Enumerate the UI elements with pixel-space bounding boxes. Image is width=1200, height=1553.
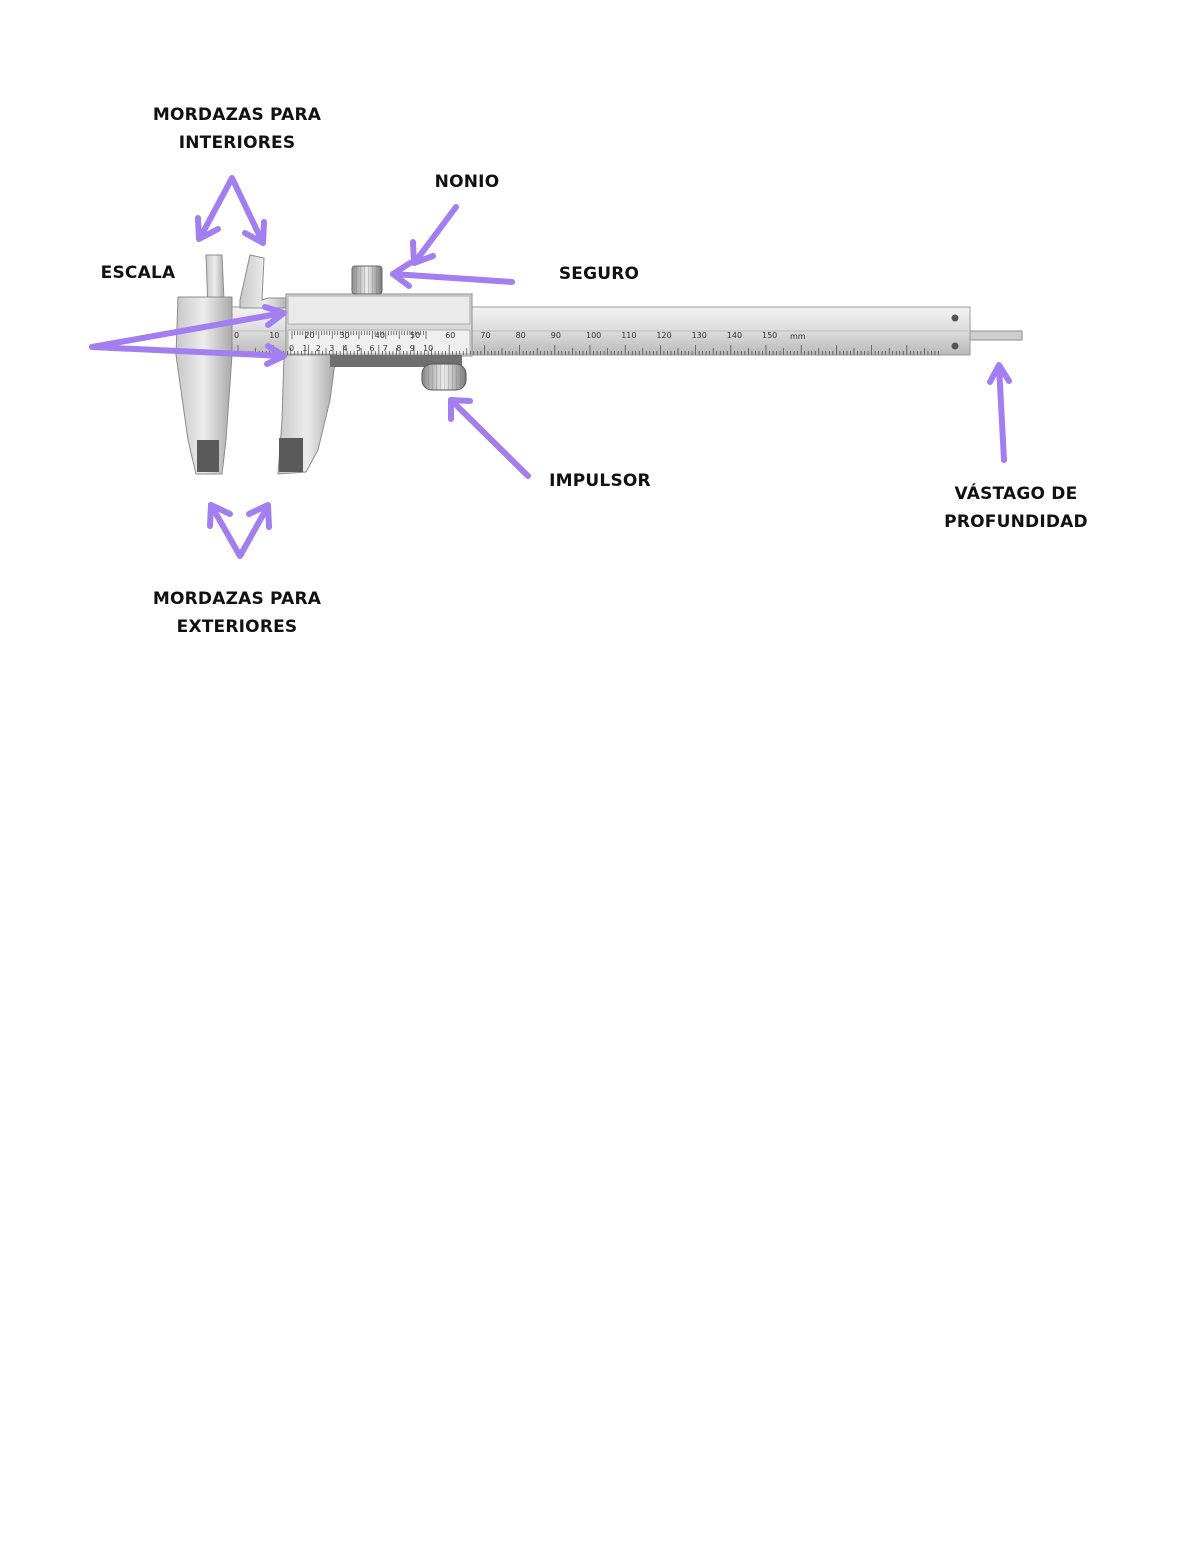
label-outside-jaws: MORDAZAS PARA EXTERIORES xyxy=(137,585,337,641)
arrow-depth-rod xyxy=(996,363,1007,463)
vernier-scale-number: 8 xyxy=(396,344,401,353)
vernier-scale-ticks xyxy=(291,331,427,339)
label-vernier: NONIO xyxy=(434,172,500,192)
main-scale-number: 140 xyxy=(727,331,742,340)
beam-screw-bottom xyxy=(951,342,959,350)
label-outside-jaws-line1: MORDAZAS PARA xyxy=(152,589,322,609)
main-scale-numbers: 0 10 20 30 40 50 60 70 80 90 100 110 120 130 140 150 xyxy=(234,331,777,340)
main-scale-number: 120 xyxy=(656,331,671,340)
arrow-inside-jaws xyxy=(197,175,266,246)
arrowhead-inside-right xyxy=(242,219,267,246)
arrow-scale-upper xyxy=(89,310,286,350)
main-scale-ticks xyxy=(237,345,939,355)
vernier-scale-number: 5 xyxy=(356,344,361,353)
vernier-plate xyxy=(287,295,471,325)
main-scale-unit: mm xyxy=(790,332,806,341)
main-scale-number: 90 xyxy=(551,331,561,340)
label-inside-jaws-line1: MORDAZAS PARA xyxy=(152,105,322,125)
arrowhead-outside-left xyxy=(207,502,233,529)
arrow-outside-jaws xyxy=(208,502,271,559)
vernier-scale-number: 1 xyxy=(302,344,307,353)
label-depth-rod: VÁSTAGO DE PROFUNDIDAD xyxy=(916,480,1116,536)
arrow-thumb-screw xyxy=(448,397,531,479)
main-scale-number: 60 xyxy=(445,331,455,340)
main-scale-number: 0 xyxy=(234,331,239,340)
main-scale-number: 20 xyxy=(304,331,314,340)
main-scale-number: 40 xyxy=(375,331,385,340)
inside-jaw-movable xyxy=(239,254,291,309)
label-lock: SEGURO xyxy=(558,264,640,284)
arrowhead-outside-right xyxy=(246,502,272,530)
vernier-scale-number: 6 xyxy=(369,344,374,353)
arrowhead-depth-rod xyxy=(987,362,1012,385)
vernier-scale-number: 3 xyxy=(329,344,334,353)
arrowhead-vernier xyxy=(410,239,436,266)
arrow-scale-lower xyxy=(89,344,286,359)
label-scale: ESCALA xyxy=(100,263,176,283)
arrowhead-inside-left xyxy=(195,215,221,242)
label-thumb-screw: IMPULSOR xyxy=(549,471,651,491)
vernier-scale-number: 9 xyxy=(410,344,415,353)
vernier-scale-number: 2 xyxy=(316,344,321,353)
label-outside-jaws-line2: EXTERIORES xyxy=(176,617,298,637)
main-scale-number: 70 xyxy=(480,331,490,340)
arrowhead-lock xyxy=(390,260,413,289)
label-inside-jaws: MORDAZAS PARA INTERIORES xyxy=(137,101,337,157)
beam-screw-top xyxy=(951,314,959,322)
label-depth-rod-line1: VÁSTAGO DE xyxy=(954,484,1078,504)
callout-arrows xyxy=(89,175,1012,559)
depth-rod xyxy=(965,330,1023,341)
main-scale-number: 150 xyxy=(762,331,777,340)
vernier-scale-number: 7 xyxy=(383,344,388,353)
main-scale-number: 10 xyxy=(269,331,279,340)
arrow-lock xyxy=(390,271,515,285)
arrowhead-thumb-screw xyxy=(448,397,473,422)
main-scale-number: 110 xyxy=(621,331,636,340)
label-inside-jaws-line2: INTERIORES xyxy=(178,133,296,153)
main-scale-number: 80 xyxy=(516,331,526,340)
vernier-scale-number: 4 xyxy=(343,344,348,353)
main-scale-number: 50 xyxy=(410,331,420,340)
vernier-scale-number: 10 xyxy=(423,344,433,353)
label-depth-rod-line2: PROFUNDIDAD xyxy=(944,512,1088,532)
arrowhead-scale-lower xyxy=(264,343,287,367)
arrow-vernier xyxy=(412,204,459,265)
main-scale-number: 130 xyxy=(692,331,707,340)
arrowhead-scale-upper xyxy=(262,304,287,328)
main-scale-number: 100 xyxy=(586,331,601,340)
main-scale-number: 30 xyxy=(340,331,350,340)
vernier-scale-number: 0 xyxy=(289,344,294,353)
outside-jaw-fixed xyxy=(175,296,233,475)
